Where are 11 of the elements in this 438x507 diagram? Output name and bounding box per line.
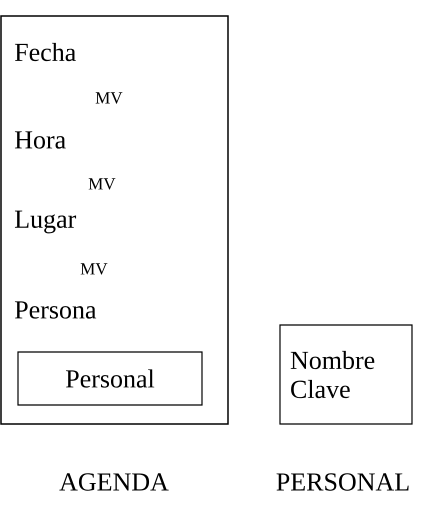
field-tag: MV	[96, 92, 122, 104]
field-label: Fecha	[14, 42, 76, 62]
field-label: Hora	[14, 131, 66, 149]
box-caption: PERSONAL	[276, 473, 409, 491]
text-box: Personal	[17, 351, 203, 406]
field-label: Lugar	[14, 210, 76, 234]
field-tag: MV	[88, 178, 116, 190]
field-label: Persona	[14, 301, 96, 319]
text-box: Nombre Clave	[279, 324, 413, 425]
box-caption: AGENDA	[59, 473, 169, 491]
field-tag: MV	[80, 263, 108, 275]
